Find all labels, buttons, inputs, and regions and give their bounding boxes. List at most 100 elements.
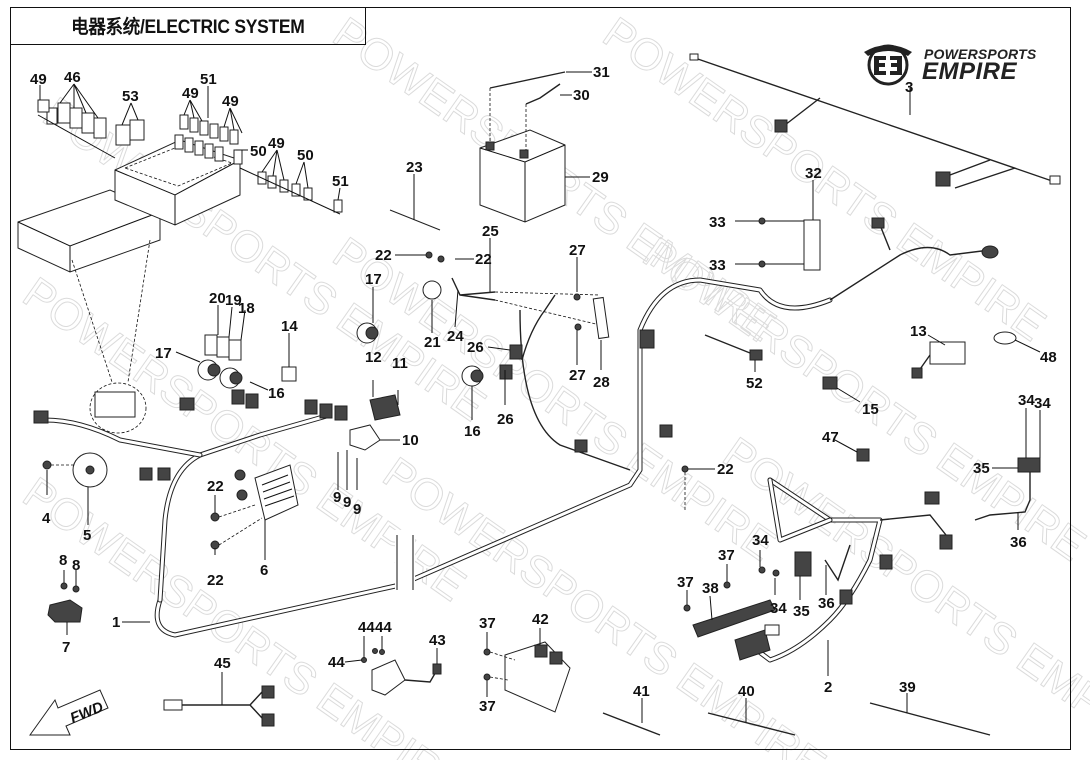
ecu xyxy=(210,464,299,550)
wire-45 xyxy=(163,685,275,727)
callout: 15 xyxy=(862,401,879,418)
callout: 39 xyxy=(899,679,916,696)
callout: 19 xyxy=(225,292,242,309)
battery xyxy=(479,71,566,223)
callout: 16 xyxy=(268,385,285,402)
callout: 49 xyxy=(182,85,199,102)
callout: 34 xyxy=(770,600,787,617)
relay-53b xyxy=(129,119,145,141)
callout: 45 xyxy=(214,655,231,672)
callout: 35 xyxy=(973,460,990,477)
harness-connectors xyxy=(33,329,673,481)
callout: 37 xyxy=(718,547,735,564)
callout: 27 xyxy=(569,242,586,259)
callout: 36 xyxy=(1010,534,1027,551)
wing-emblem-icon xyxy=(864,44,912,86)
callout: 37 xyxy=(479,615,496,632)
callout: 30 xyxy=(573,87,590,104)
terminal-block xyxy=(592,296,610,340)
callout: 27 xyxy=(569,367,586,384)
callout: 7 xyxy=(62,639,70,656)
callout: 22 xyxy=(475,251,492,268)
callout: 31 xyxy=(593,64,610,81)
callout: 33 xyxy=(709,257,726,274)
callout: 34 xyxy=(752,532,769,549)
callout: 22 xyxy=(207,572,224,589)
callout: 1 xyxy=(112,614,120,631)
cable-tie-40 xyxy=(707,712,796,736)
flasher xyxy=(47,582,83,623)
callout: 32 xyxy=(805,165,822,182)
callout: 53 xyxy=(122,88,139,105)
callout: 44 xyxy=(375,619,392,636)
callout: 51 xyxy=(200,71,217,88)
callout: 34 xyxy=(1018,392,1035,409)
switch-cluster xyxy=(197,334,297,389)
callout: 46 xyxy=(64,69,81,86)
page-title: 电器系统/ELECTRIC SYSTEM xyxy=(70,17,305,38)
callout: 8 xyxy=(59,552,67,569)
callout: 6 xyxy=(260,562,268,579)
callout: 4 xyxy=(42,510,51,527)
callout: 2 xyxy=(824,679,832,696)
callout: 12 xyxy=(365,349,382,366)
callout: 9 xyxy=(333,489,341,506)
callout: 44 xyxy=(358,619,375,636)
callout: 26 xyxy=(497,411,514,428)
callout: 43 xyxy=(429,632,446,649)
callout: 9 xyxy=(353,501,361,518)
callout: 48 xyxy=(1040,349,1057,366)
callout: 47 xyxy=(822,429,839,446)
callout: 51 xyxy=(332,173,349,190)
callout: 22 xyxy=(375,247,392,264)
brand-top-text: POWERSPORTS xyxy=(924,46,1037,62)
fuse-box-mounted xyxy=(94,391,136,418)
diode-47 xyxy=(856,448,870,462)
callout: 16 xyxy=(464,423,481,440)
sensor-52 xyxy=(704,334,756,356)
callout: 22 xyxy=(207,478,224,495)
regulator-13 xyxy=(929,341,966,365)
callout: 5 xyxy=(83,527,91,544)
brand-logo: POWERSPORTS EMPIRE xyxy=(860,40,1060,86)
callout: 49 xyxy=(222,93,239,110)
callout: 11 xyxy=(392,355,408,372)
blade-fuses xyxy=(174,114,343,213)
fuse-box-assembly xyxy=(17,99,343,273)
cable-tie-39 xyxy=(869,702,991,736)
cable-tie-41 xyxy=(602,712,661,736)
callout: 34 xyxy=(1034,395,1051,412)
callout: 44 xyxy=(328,654,345,671)
switches-11-12 xyxy=(369,394,401,421)
callout: 10 xyxy=(402,432,419,449)
sensor-43 xyxy=(371,659,406,696)
callout: 24 xyxy=(447,328,464,345)
title-box: 电器系统/ELECTRIC SYSTEM xyxy=(10,7,366,45)
callout: 28 xyxy=(593,374,610,391)
main-wire-harness xyxy=(42,224,991,638)
callout: 36 xyxy=(818,595,835,612)
diagram-frame xyxy=(10,7,1071,750)
clamp-48 xyxy=(993,331,1017,345)
callout: 35 xyxy=(793,603,810,620)
callout: 14 xyxy=(281,318,298,335)
callout: 33 xyxy=(709,214,726,231)
callout: 20 xyxy=(209,290,226,307)
callout: 17 xyxy=(365,271,382,288)
callout: 9 xyxy=(343,494,351,511)
callout: 50 xyxy=(250,143,267,160)
callout: 52 xyxy=(746,375,763,392)
relays-46 xyxy=(37,99,107,139)
callout: 3 xyxy=(905,79,913,96)
leader-lines xyxy=(39,71,1041,723)
callout-labels: 49 46 53 51 49 49 50 49 50 51 31 30 23 2… xyxy=(30,64,1057,715)
callout: 29 xyxy=(592,169,609,186)
callout: 8 xyxy=(72,557,80,574)
ignition-coil-lower xyxy=(794,551,812,577)
brand-bottom-text: EMPIRE xyxy=(922,58,1018,85)
callout: 41 xyxy=(633,683,650,700)
callout: 17 xyxy=(155,345,172,362)
callout: 42 xyxy=(532,611,549,628)
ignition-switch xyxy=(349,424,381,451)
